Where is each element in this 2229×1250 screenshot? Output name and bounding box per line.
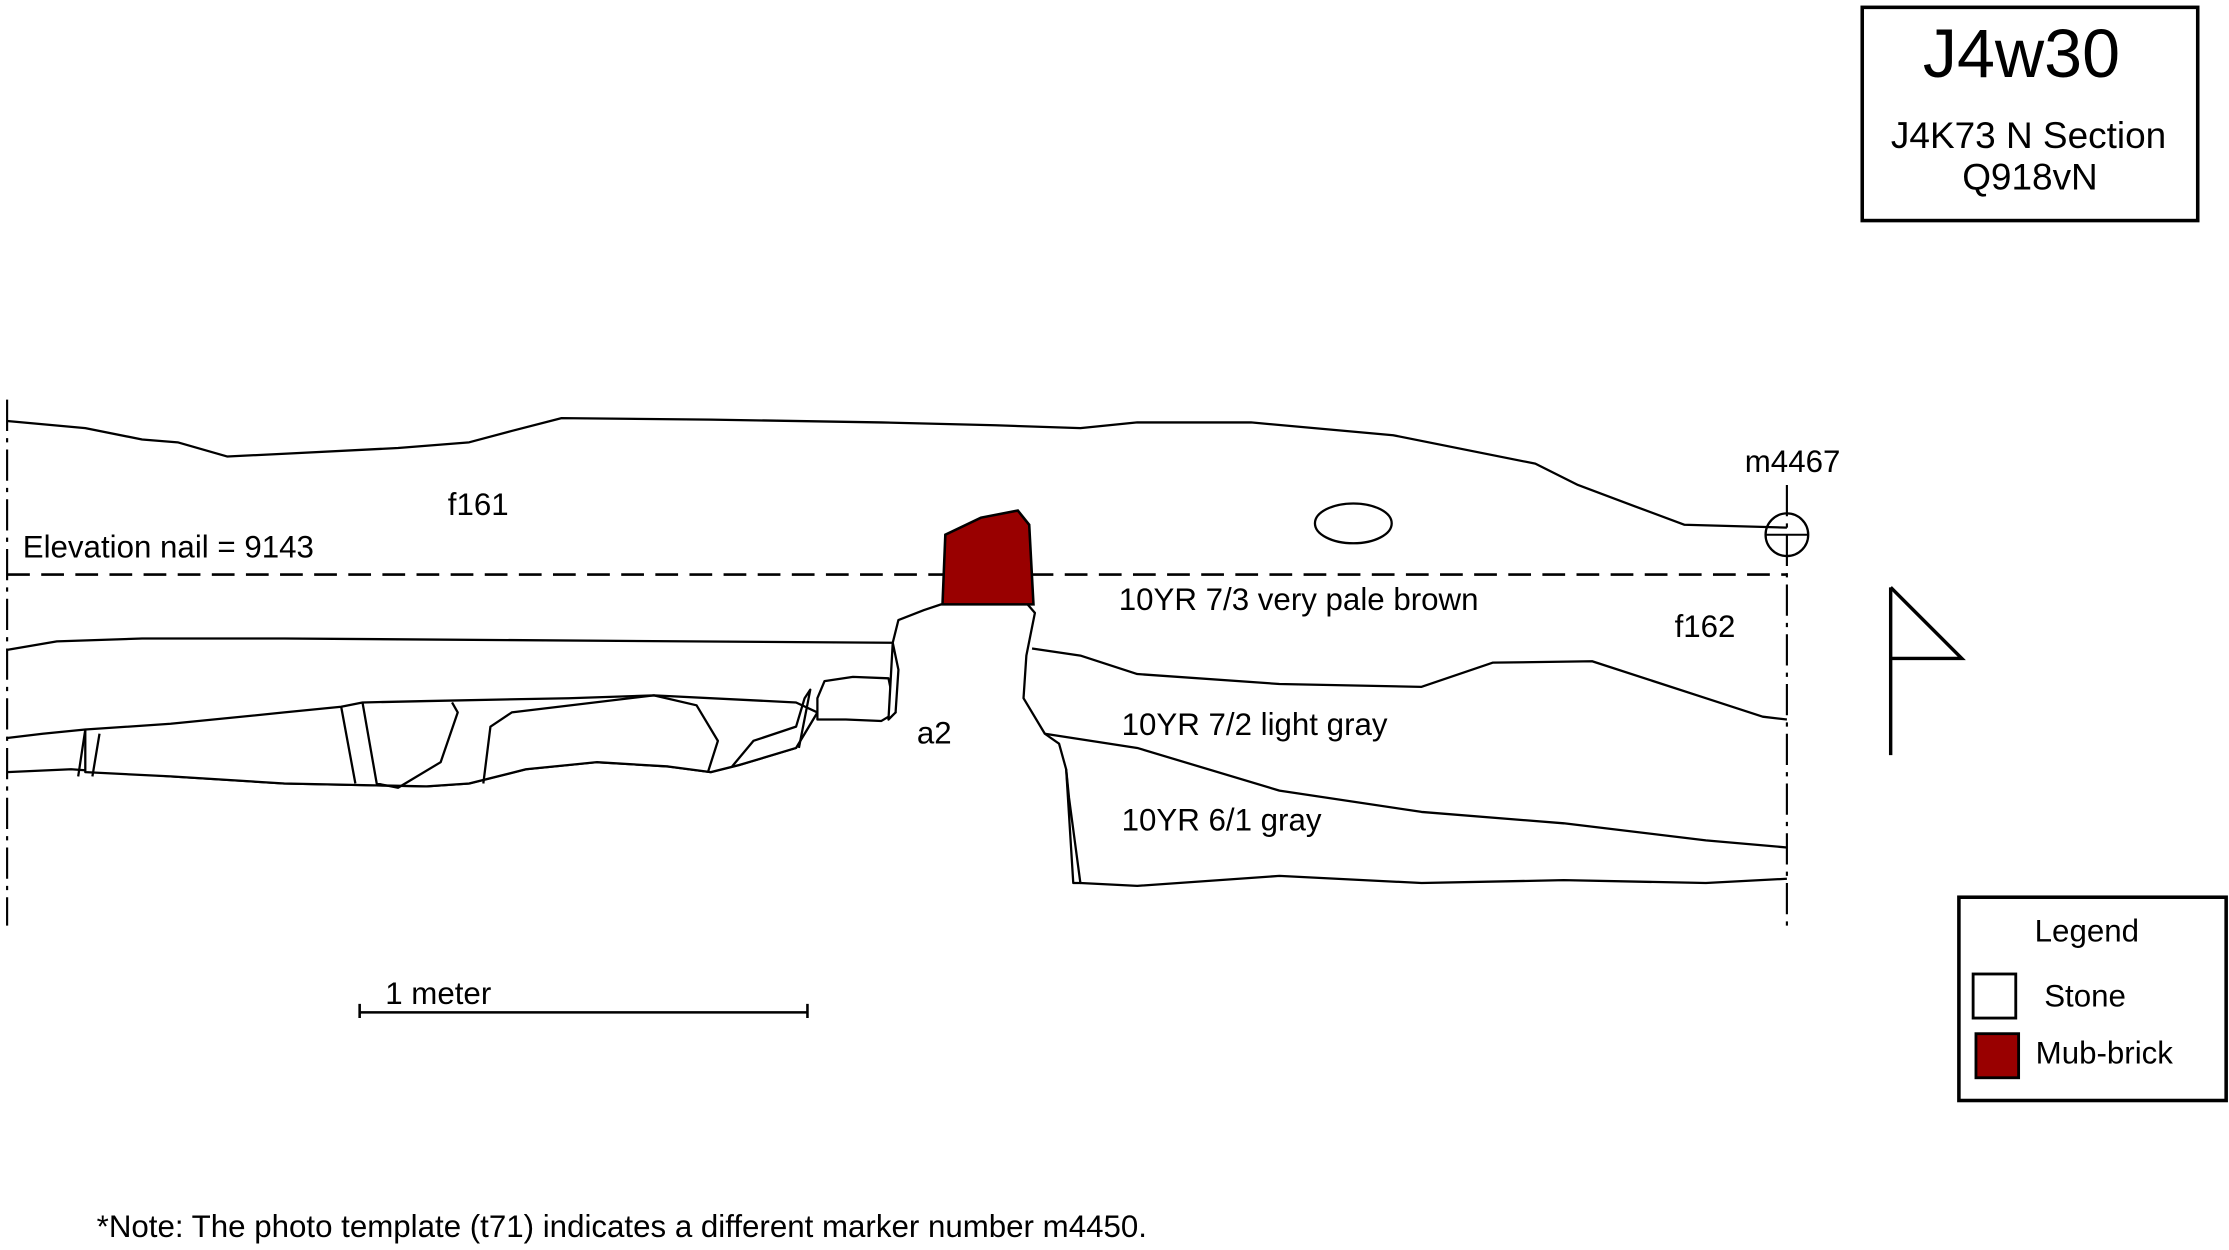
legend-title: Legend (2035, 913, 2139, 948)
layer-label-2: 10YR 7/2 light gray (1122, 707, 1388, 742)
stone-outline (77, 688, 812, 789)
legend-swatch-stone (1971, 972, 2018, 1020)
surface-line (7, 417, 1787, 529)
scale-bar: 1 meter (358, 976, 809, 1019)
stone (1313, 502, 1393, 545)
legend: Legend Stone Mub-brick (1957, 895, 2228, 1103)
section-name: J4K73 N Section (1891, 115, 2166, 156)
legend-label-stone: Stone (2044, 979, 2126, 1014)
stone (816, 675, 897, 723)
footnote: *Note: The photo template (t71) indicate… (97, 1209, 1147, 1244)
stratum-boundary-2-right (1044, 732, 1787, 849)
marker-m4467: m4467 (1745, 444, 1841, 558)
legend-label-mudbrick: Mub-brick (2036, 1036, 2174, 1071)
stone-a2 (887, 601, 1082, 885)
section-ref: Q918vN (1962, 156, 2098, 197)
title-box: J4w30 J4K73 N Section Q918vN (1860, 5, 2200, 223)
elevation-label: Elevation nail = 9143 (23, 529, 314, 564)
scale-bar-label: 1 meter (385, 976, 491, 1011)
stone (84, 694, 819, 788)
drawing-code: J4w30 (1923, 16, 2120, 92)
layer-label-1: 10YR 7/3 very pale brown (1119, 582, 1479, 617)
layer-label-3: 10YR 6/1 gray (1122, 802, 1322, 837)
marker-label: m4467 (1745, 444, 1841, 479)
legend-swatch-mudbrick (1974, 1032, 2021, 1080)
stratum-boundary-1-right (1031, 647, 1788, 721)
mudbrick (941, 509, 1035, 606)
feature-label-f161: f161 (448, 487, 509, 522)
north-flag-icon (1888, 586, 1966, 756)
feature-label-f162: f162 (1675, 609, 1736, 644)
feature-label-a2: a2 (917, 716, 952, 751)
stratum-boundary-1-left (6, 637, 893, 651)
